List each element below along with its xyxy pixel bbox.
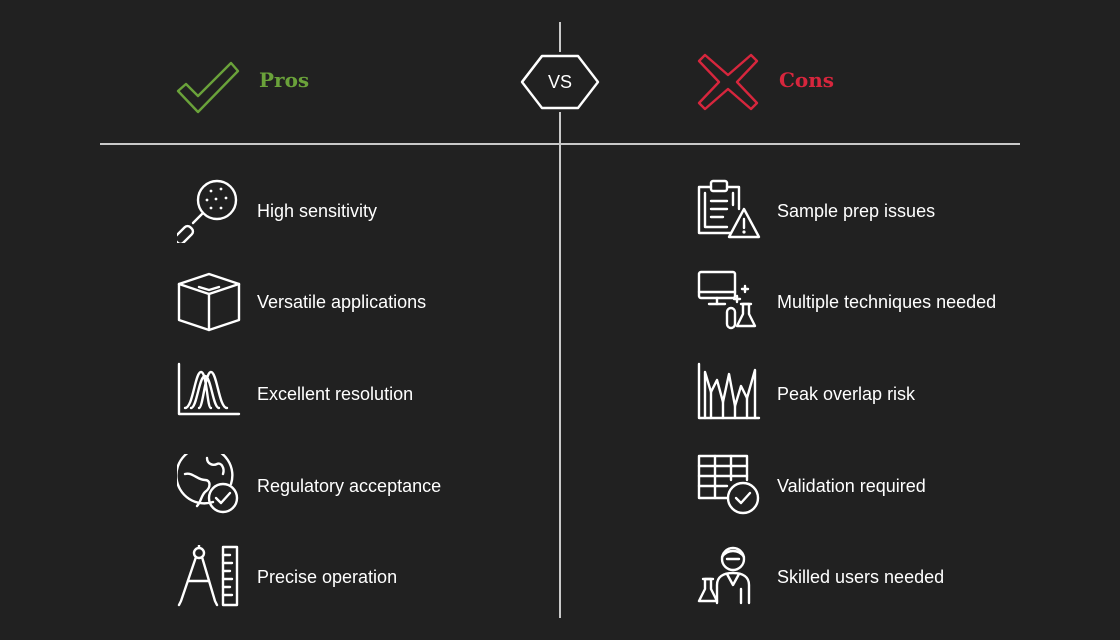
- peaks-chart-icon: [177, 362, 241, 426]
- cons-item-label: Validation required: [777, 476, 926, 496]
- pros-item-label: Versatile applications: [257, 292, 427, 312]
- cons-heading: Cons: [779, 68, 835, 92]
- table-check-icon: [697, 454, 761, 518]
- pros-heading: Pros: [259, 68, 310, 92]
- overlap-chart-icon: [697, 362, 761, 426]
- monitor-flask-icon: [697, 270, 761, 334]
- compass-ruler-icon: [177, 545, 241, 609]
- cube-icon: [177, 270, 241, 334]
- scientist-icon: [697, 545, 761, 609]
- checkmark-icon: [176, 60, 240, 116]
- pros-item-label: Regulatory acceptance: [257, 476, 442, 496]
- vs-badge: VS: [520, 52, 600, 112]
- cons-item-label: Skilled users needed: [777, 567, 945, 587]
- pros-item-label: Precise operation: [257, 567, 398, 587]
- vertical-divider: [559, 22, 561, 618]
- pros-item-label: High sensitivity: [257, 201, 378, 221]
- horizontal-divider: [100, 143, 1020, 145]
- cons-item-label: Sample prep issues: [777, 201, 936, 221]
- clipboard-warning-icon: [697, 179, 761, 243]
- cons-item-label: Peak overlap risk: [777, 384, 916, 404]
- globe-check-icon: [177, 454, 241, 518]
- magnifier-icon: [177, 179, 241, 243]
- cons-item-label: Multiple techniques needed: [777, 292, 997, 312]
- vs-label: VS: [547, 72, 572, 92]
- pros-item-label: Excellent resolution: [257, 384, 414, 404]
- cross-icon: [697, 53, 759, 111]
